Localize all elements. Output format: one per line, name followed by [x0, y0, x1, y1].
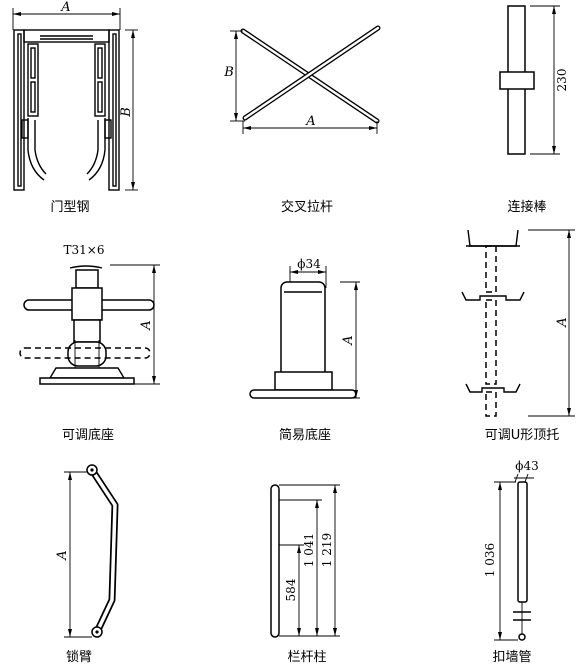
door-frame-drawing	[12, 8, 138, 191]
u-head-jack-dim: A	[555, 317, 570, 327]
lock-arm-label: 锁臂	[66, 649, 92, 665]
u-head-jack-label: 可调U形顶托	[485, 428, 560, 443]
u-head-jack-drawing	[461, 229, 575, 417]
simple-base-dim: A	[341, 335, 356, 345]
lock-arm-drawing	[64, 464, 119, 638]
simple-base-drawing	[249, 266, 360, 399]
railing-post-dim-1219: 1 219	[320, 533, 334, 567]
wall-tie-drawing	[494, 473, 534, 641]
connecting-rod-dim: 230	[555, 69, 569, 92]
cross-brace-label: 交叉拉杆	[281, 199, 333, 215]
wall-tie-diameter: ϕ43	[515, 459, 538, 473]
adjustable-base-dim: A	[139, 320, 154, 330]
railing-post-dim-584: 584	[284, 578, 298, 601]
cross-brace-dim-width: A	[305, 114, 315, 129]
door-frame-dim-height: B	[119, 107, 134, 118]
adjustable-base-drawing	[19, 264, 160, 385]
adjustable-base-label: 可调底座	[62, 427, 114, 443]
railing-post-dim-1041: 1 041	[302, 533, 316, 567]
simple-base-label: 简易底座	[279, 427, 331, 443]
door-frame-label: 门型钢	[50, 200, 89, 215]
door-frame-dim-width: A	[60, 0, 70, 15]
adjustable-base-thread: T31×6	[64, 243, 105, 257]
cross-brace-dim-height: B	[223, 65, 234, 80]
connecting-rod-label: 连接棒	[507, 199, 546, 215]
railing-post-drawing	[270, 484, 340, 638]
wall-tie-label: 扣墙管	[492, 650, 531, 665]
lock-arm-dim: A	[55, 550, 70, 560]
railing-post-label: 栏杆柱	[287, 650, 326, 665]
cross-brace-drawing	[230, 25, 381, 134]
wall-tie-dim: 1 036	[483, 543, 497, 577]
connecting-rod-drawing	[499, 5, 560, 155]
simple-base-diameter: ϕ34	[297, 257, 321, 271]
